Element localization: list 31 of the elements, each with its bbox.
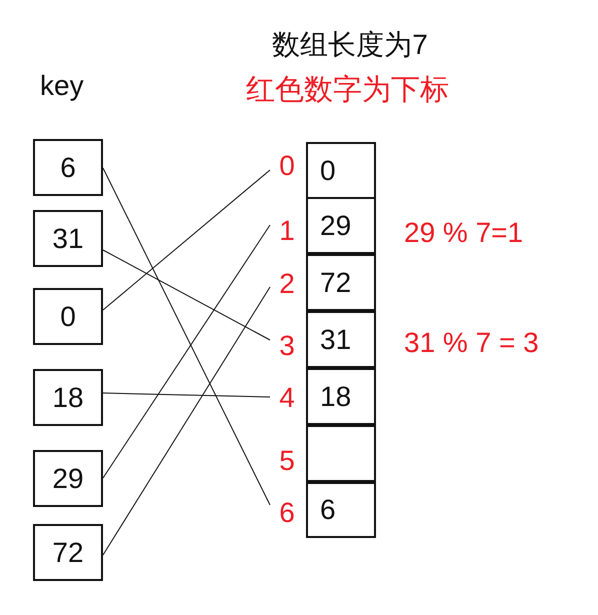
key-box: 31 <box>33 210 103 267</box>
key-box: 72 <box>33 524 103 581</box>
formula-note: 31 % 7 = 3 <box>404 327 539 359</box>
array-cell: 72 <box>306 254 376 311</box>
array-cell: 18 <box>306 368 376 425</box>
index-number: 5 <box>276 445 298 477</box>
key-box: 6 <box>33 139 103 196</box>
formula-note: 29 % 7=1 <box>404 217 524 249</box>
index-number: 1 <box>276 215 298 247</box>
array-cell: 31 <box>306 311 376 368</box>
column-label: key <box>40 70 84 102</box>
connector-line <box>102 286 270 556</box>
connector-line <box>102 392 270 398</box>
index-number: 3 <box>276 330 298 362</box>
index-number: 0 <box>276 150 298 182</box>
connector-line <box>102 170 270 310</box>
index-number: 4 <box>276 382 298 414</box>
index-number: 6 <box>276 497 298 529</box>
empty-array-cell <box>306 425 376 482</box>
array-cell: 0 <box>306 142 376 199</box>
connector-line <box>102 224 270 478</box>
key-box: 29 <box>33 450 103 507</box>
connector-line <box>102 250 270 340</box>
subtitle: 红色数字为下标 <box>246 73 449 108</box>
connector-line <box>102 168 270 506</box>
title: 数组长度为7 <box>271 28 429 62</box>
key-box: 0 <box>33 288 103 345</box>
key-box: 18 <box>33 369 103 426</box>
array-cell: 6 <box>306 482 376 538</box>
index-number: 2 <box>276 268 298 300</box>
array-cell: 29 <box>306 197 376 254</box>
